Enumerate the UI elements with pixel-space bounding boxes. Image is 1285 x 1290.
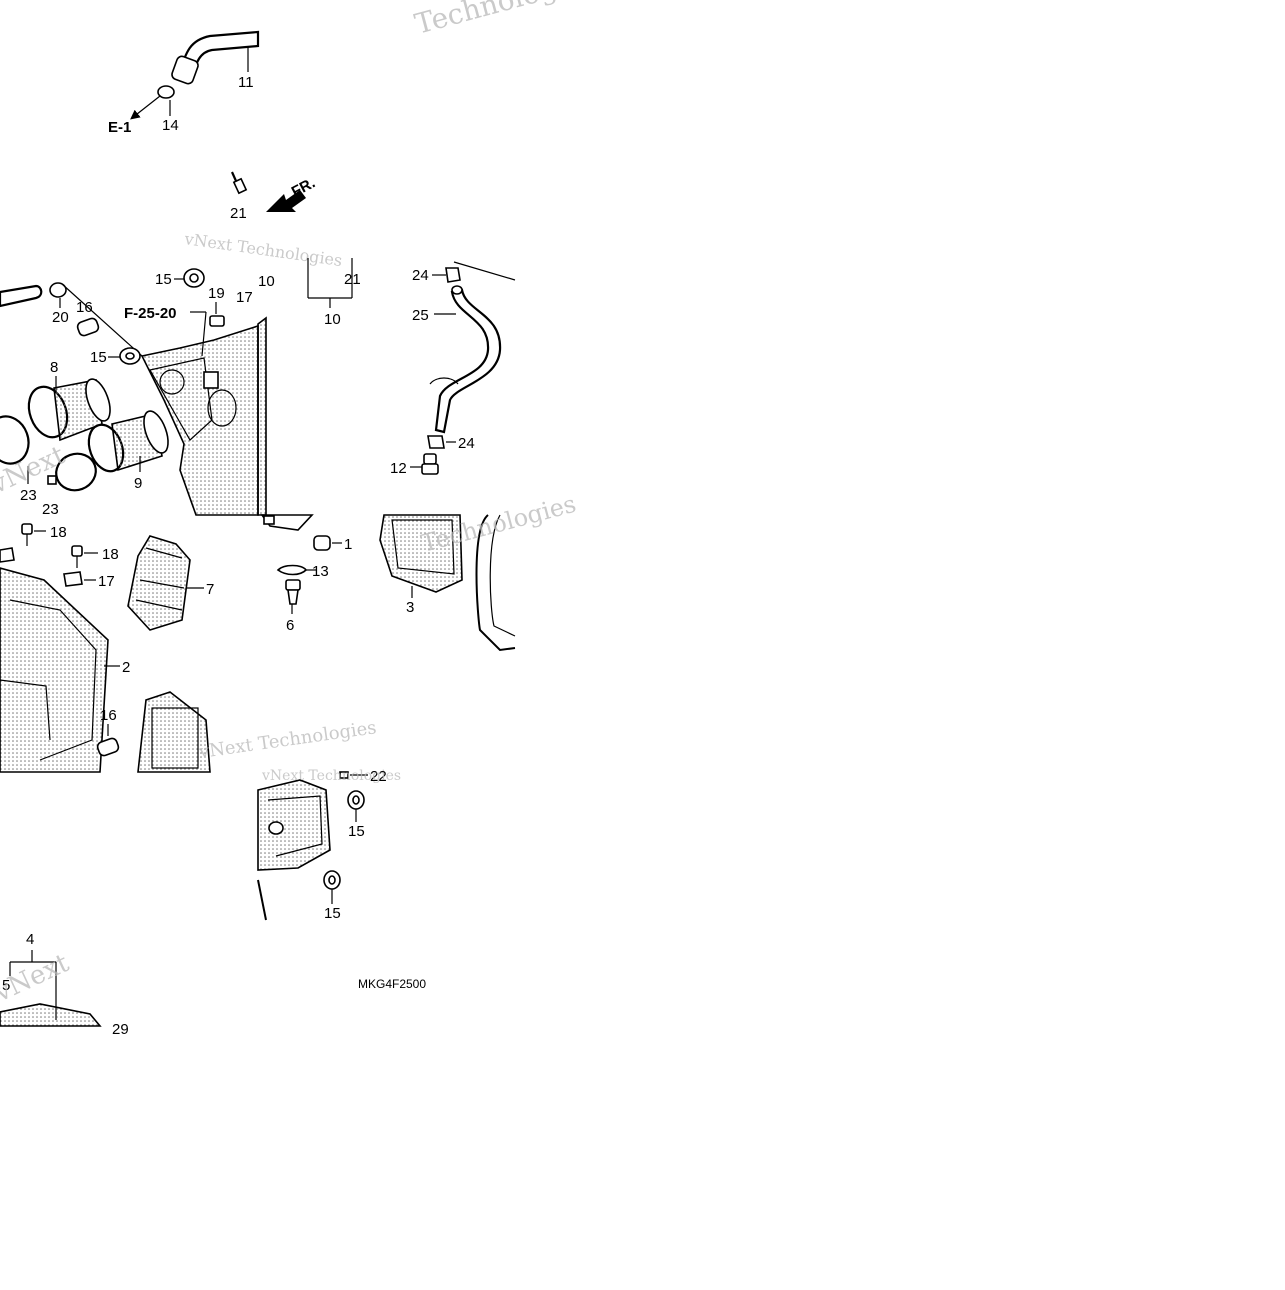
- tile-bottom-center: 22 15 15 MKG4F2500 vNext Technologies: [257, 768, 426, 991]
- watermark-lower-center: Technologies: [418, 490, 579, 558]
- label-16-bottom: 16: [100, 707, 117, 724]
- label-10: 10: [324, 311, 341, 328]
- reference-f2520: F-25-20: [124, 305, 177, 322]
- label-11: 11: [238, 74, 254, 91]
- label-10-inner: 10: [258, 273, 275, 290]
- label-22: 22: [370, 768, 387, 785]
- label-17: 17: [98, 573, 115, 590]
- label-20: 20: [52, 309, 69, 326]
- tile-middle-left: 20 16 15 15 F-25-20 19 17 8: [0, 268, 259, 518]
- label-12: 12: [390, 460, 407, 477]
- label-15-c: 15: [348, 823, 365, 840]
- label-14: 14: [162, 117, 179, 134]
- label-21-inner: 21: [344, 271, 361, 288]
- label-16-top: 16: [76, 299, 93, 316]
- watermark-lower-left: vNext Technologies: [197, 717, 378, 763]
- drawing-code: MKG4F2500: [358, 977, 426, 991]
- label-2: 2: [122, 659, 130, 676]
- label-18-b: 18: [102, 546, 119, 563]
- tile-bottom-left: 4 5 29 vNext: [0, 931, 129, 1038]
- label-1: 1: [344, 536, 352, 553]
- watermark-top-2: vNext Technologies: [182, 229, 343, 270]
- label-23-b: 23: [42, 501, 59, 518]
- label-17-top: 17: [236, 289, 253, 306]
- tile-lower-left: 18 18 17 7 2 16 vNext Technologies: [0, 523, 378, 773]
- label-6: 6: [286, 617, 294, 634]
- label-8: 8: [50, 359, 58, 376]
- watermark-bottom-left: vNext: [0, 948, 74, 1009]
- label-25: 25: [412, 307, 429, 324]
- label-13: 13: [312, 563, 329, 580]
- label-15-d: 15: [324, 905, 341, 922]
- label-9: 9: [134, 475, 142, 492]
- tile-lower-center: 1 13 6 3 Technologies: [260, 490, 579, 652]
- label-24-top: 24: [412, 267, 429, 284]
- label-15-b: 15: [90, 349, 107, 366]
- label-23-a: 23: [20, 487, 37, 504]
- tile-top: 11 14 E-1 21 FR. Technologies vNext Tech…: [108, 0, 599, 270]
- label-3: 3: [406, 599, 414, 616]
- watermark-bottom-center: vNext Technologies: [261, 768, 401, 784]
- label-24-bottom: 24: [458, 435, 475, 452]
- label-21-top: 21: [230, 205, 247, 222]
- label-29: 29: [112, 1021, 129, 1038]
- label-7: 7: [206, 581, 214, 598]
- watermark-top: Technologies: [411, 0, 599, 41]
- label-5: 5: [2, 977, 10, 994]
- reference-e1: E-1: [108, 119, 131, 136]
- label-18-a: 18: [50, 524, 67, 541]
- tile-middle-center: 10 21 10 24 25 24 12: [257, 258, 516, 516]
- label-15-a: 15: [155, 271, 172, 288]
- label-4: 4: [26, 931, 34, 948]
- label-19: 19: [208, 285, 225, 302]
